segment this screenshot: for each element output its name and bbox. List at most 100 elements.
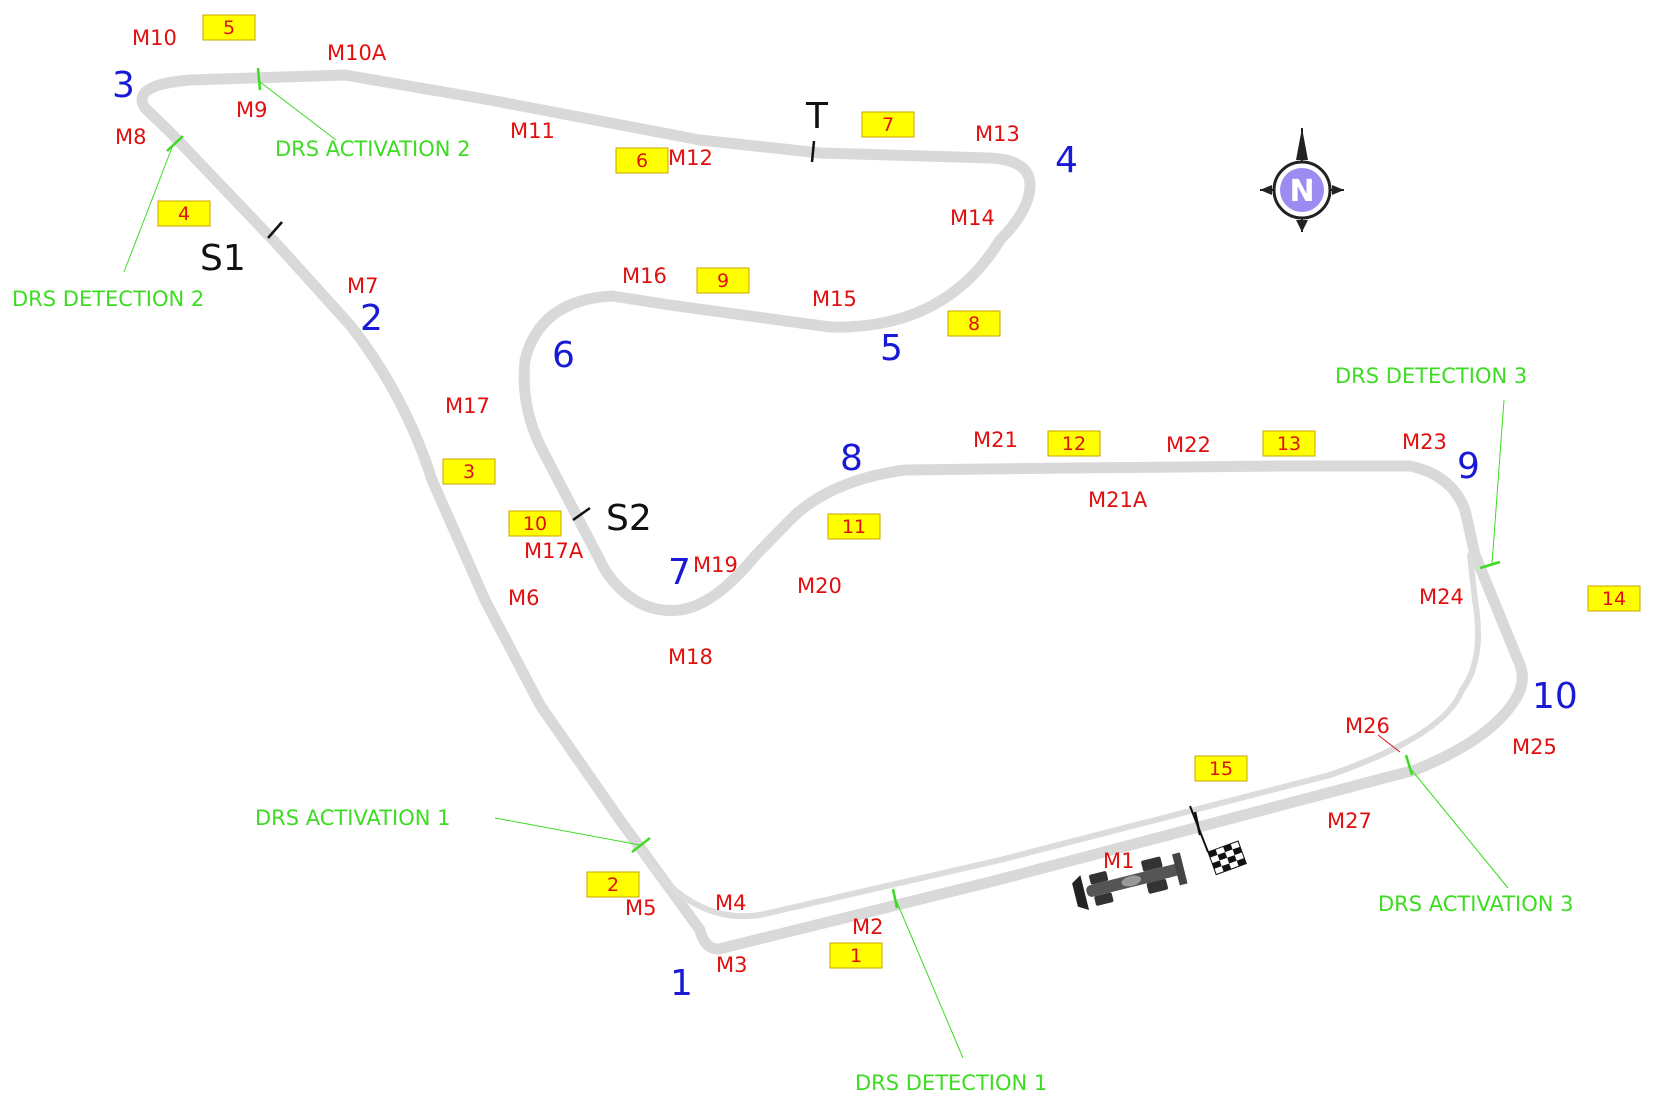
marshal-m22: M22 [1166,433,1211,457]
turn-2-label: 2 [360,298,383,339]
marshal-m14: M14 [950,206,995,230]
flag-post-4: 4 [157,200,211,227]
turn-7-label: 7 [668,552,691,593]
marshal-m10: M10 [132,26,177,50]
marshal-m23: M23 [1402,430,1447,454]
turn-5-label: 5 [880,328,903,369]
marshal-m18: M18 [668,645,713,669]
turn-8-label: 8 [840,438,863,479]
drs-detection-2-line [166,135,184,152]
svg-text:7: 7 [882,114,894,136]
marshal-m27: M27 [1327,809,1372,833]
flag-posts: 1 2 3 4 5 6 7 8 9 10 11 12 13 14 15 [157,14,1641,969]
svg-text:1: 1 [850,945,862,967]
marshal-m17a: M17A [524,539,584,563]
svg-text:15: 15 [1209,758,1233,780]
drs-detection-3-line [1479,560,1501,570]
marshal-m9: M9 [236,98,267,122]
marshal-m16: M16 [622,264,667,288]
svg-text:13: 13 [1277,433,1301,455]
sector-2-label: S2 [606,498,652,539]
svg-text:11: 11 [842,516,866,538]
turn-3-label: 3 [112,65,135,106]
svg-text:12: 12 [1062,433,1086,455]
flag-post-15: 15 [1194,755,1248,782]
marshal-m15: M15 [812,287,857,311]
pit-lane [637,552,1482,920]
flag-post-7: 7 [861,111,915,138]
marshal-m11: M11 [510,119,555,143]
drs-activation-3-leader [1409,767,1509,889]
drs-activation-1-label: DRS ACTIVATION 1 [255,806,451,830]
m26-leader [1377,734,1401,753]
marshal-m6: M6 [508,586,539,610]
flag-post-12: 12 [1047,430,1101,457]
turn-9-label: 9 [1457,446,1480,487]
race-car-icon [1072,852,1188,911]
drs-detection-1-leader [895,899,964,1059]
marshal-m1: M1 [1103,849,1134,873]
turn-1-label: 1 [670,963,693,1004]
flag-post-6: 6 [615,147,669,174]
flag-post-10: 10 [508,510,562,537]
marshal-m4: M4 [715,891,746,915]
sector-2-line [572,506,591,522]
drs-detection-1-label: DRS DETECTION 1 [855,1071,1047,1095]
flag-post-13: 13 [1262,430,1316,457]
turn-4-label: 4 [1055,140,1078,181]
sector-1-line [267,221,283,239]
drs-activation-3-label: DRS ACTIVATION 3 [1378,892,1574,916]
marshal-m2: M2 [852,915,883,939]
drs-detection-1-line [891,888,899,909]
drs-activation-2-label: DRS ACTIVATION 2 [275,137,471,161]
svg-text:14: 14 [1602,588,1626,610]
flag-post-11: 11 [827,513,881,540]
marshal-m13: M13 [975,122,1020,146]
marshal-m26: M26 [1345,714,1390,738]
marshal-m5: M5 [625,896,656,920]
turn-10-label: 10 [1532,676,1578,717]
marshal-m24: M24 [1419,585,1464,609]
drs-activation-1-line [631,837,651,853]
svg-text:6: 6 [636,150,648,172]
flag-post-5: 5 [202,14,256,41]
marshal-m20: M20 [797,574,842,598]
flag-post-8: 8 [947,310,1001,337]
svg-text:4: 4 [178,203,190,225]
svg-text:8: 8 [968,313,980,335]
drs-activation-1-leader [494,817,641,846]
speed-trap-line [810,140,816,163]
svg-text:2: 2 [607,874,619,896]
flag-post-9: 9 [696,267,750,294]
sector-1-label: S1 [200,238,246,279]
speed-trap-label: T [805,96,829,137]
svg-text:9: 9 [717,270,729,292]
svg-text:10: 10 [523,513,547,535]
flag-post-3: 3 [442,458,496,485]
drs-activation-2-line [256,67,262,91]
marshal-m10a: M10A [327,41,387,65]
track-outline [136,69,1528,955]
svg-text:5: 5 [223,17,235,39]
marshal-m8: M8 [115,125,146,149]
flag-post-1: 1 [829,942,883,969]
flag-post-14: 14 [1587,585,1641,612]
marshal-m12: M12 [668,146,713,170]
drs-detection-2-label: DRS DETECTION 2 [12,287,204,311]
flag-post-2: 2 [586,871,640,898]
checkered-flag-icon [1189,805,1247,876]
marshal-m25: M25 [1512,735,1557,759]
marshal-m19: M19 [693,553,738,577]
compass-north-icon: N [1260,128,1344,232]
drs-activation-2-leader [259,81,337,141]
compass-letter: N [1289,174,1314,209]
drs-activation-3-line [1404,754,1414,776]
marshal-m17: M17 [445,394,490,418]
marshal-m7: M7 [347,274,378,298]
drs-detection-3-leader [1491,399,1505,565]
drs-detection-3-label: DRS DETECTION 3 [1335,364,1527,388]
svg-text:3: 3 [463,461,475,483]
marshal-m3: M3 [716,953,747,977]
turn-6-label: 6 [552,335,575,376]
